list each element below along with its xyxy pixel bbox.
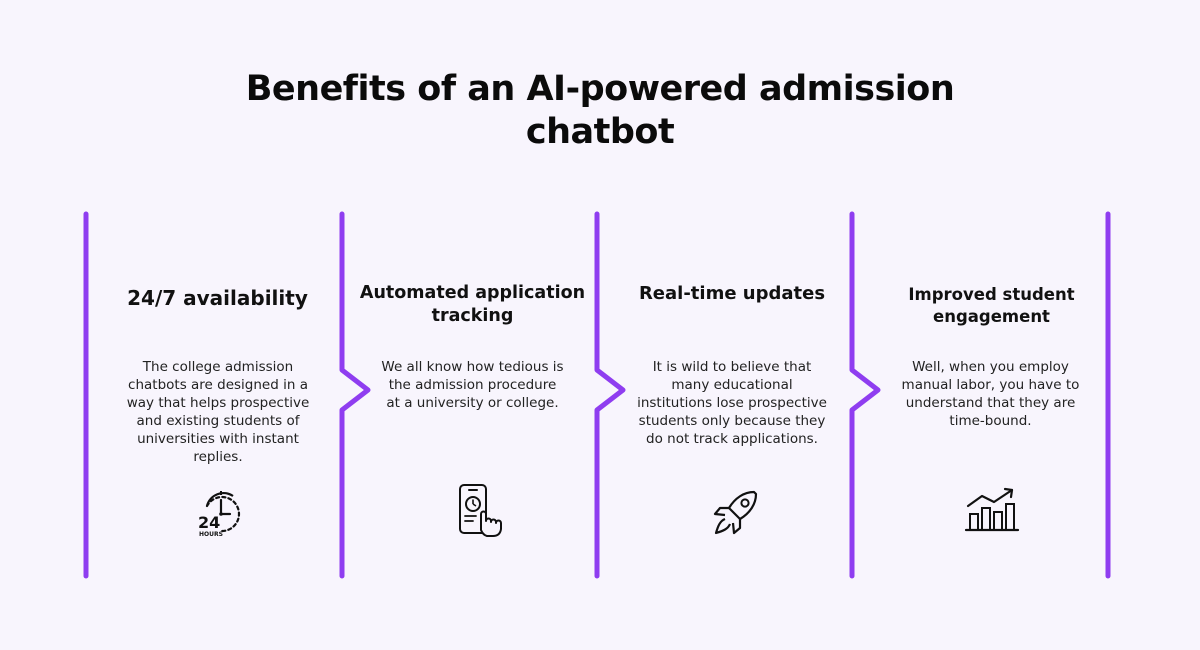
growth-chart-icon bbox=[964, 484, 1020, 540]
card-description: We all know how tedious is the admission… bbox=[381, 359, 564, 411]
card-description: It is wild to believe that many educatio… bbox=[637, 359, 827, 447]
page-title: Benefits of an AI-powered admission chat… bbox=[245, 69, 955, 152]
phone-tap-icon bbox=[454, 482, 510, 538]
chevron-divider-2 bbox=[339, 211, 371, 579]
card-heading: Real-time updates bbox=[638, 283, 826, 304]
card-heading: Improved student engagement bbox=[908, 285, 1075, 326]
clock-caption-label: HOURS bbox=[199, 531, 223, 538]
card-heading: Automated application tracking bbox=[359, 283, 586, 326]
clock-number-label: 24 bbox=[198, 513, 220, 532]
card-description: Well, when you employ manual labor, you … bbox=[901, 359, 1080, 429]
clock-24-hours-icon: 24 HOURS bbox=[193, 484, 249, 540]
card-heading: 24/7 availability bbox=[127, 286, 308, 310]
rocket-icon bbox=[710, 484, 766, 540]
chevron-divider-3 bbox=[594, 211, 626, 579]
chevron-divider-4 bbox=[849, 211, 881, 579]
card-description: The college admission chatbots are desig… bbox=[126, 359, 310, 465]
